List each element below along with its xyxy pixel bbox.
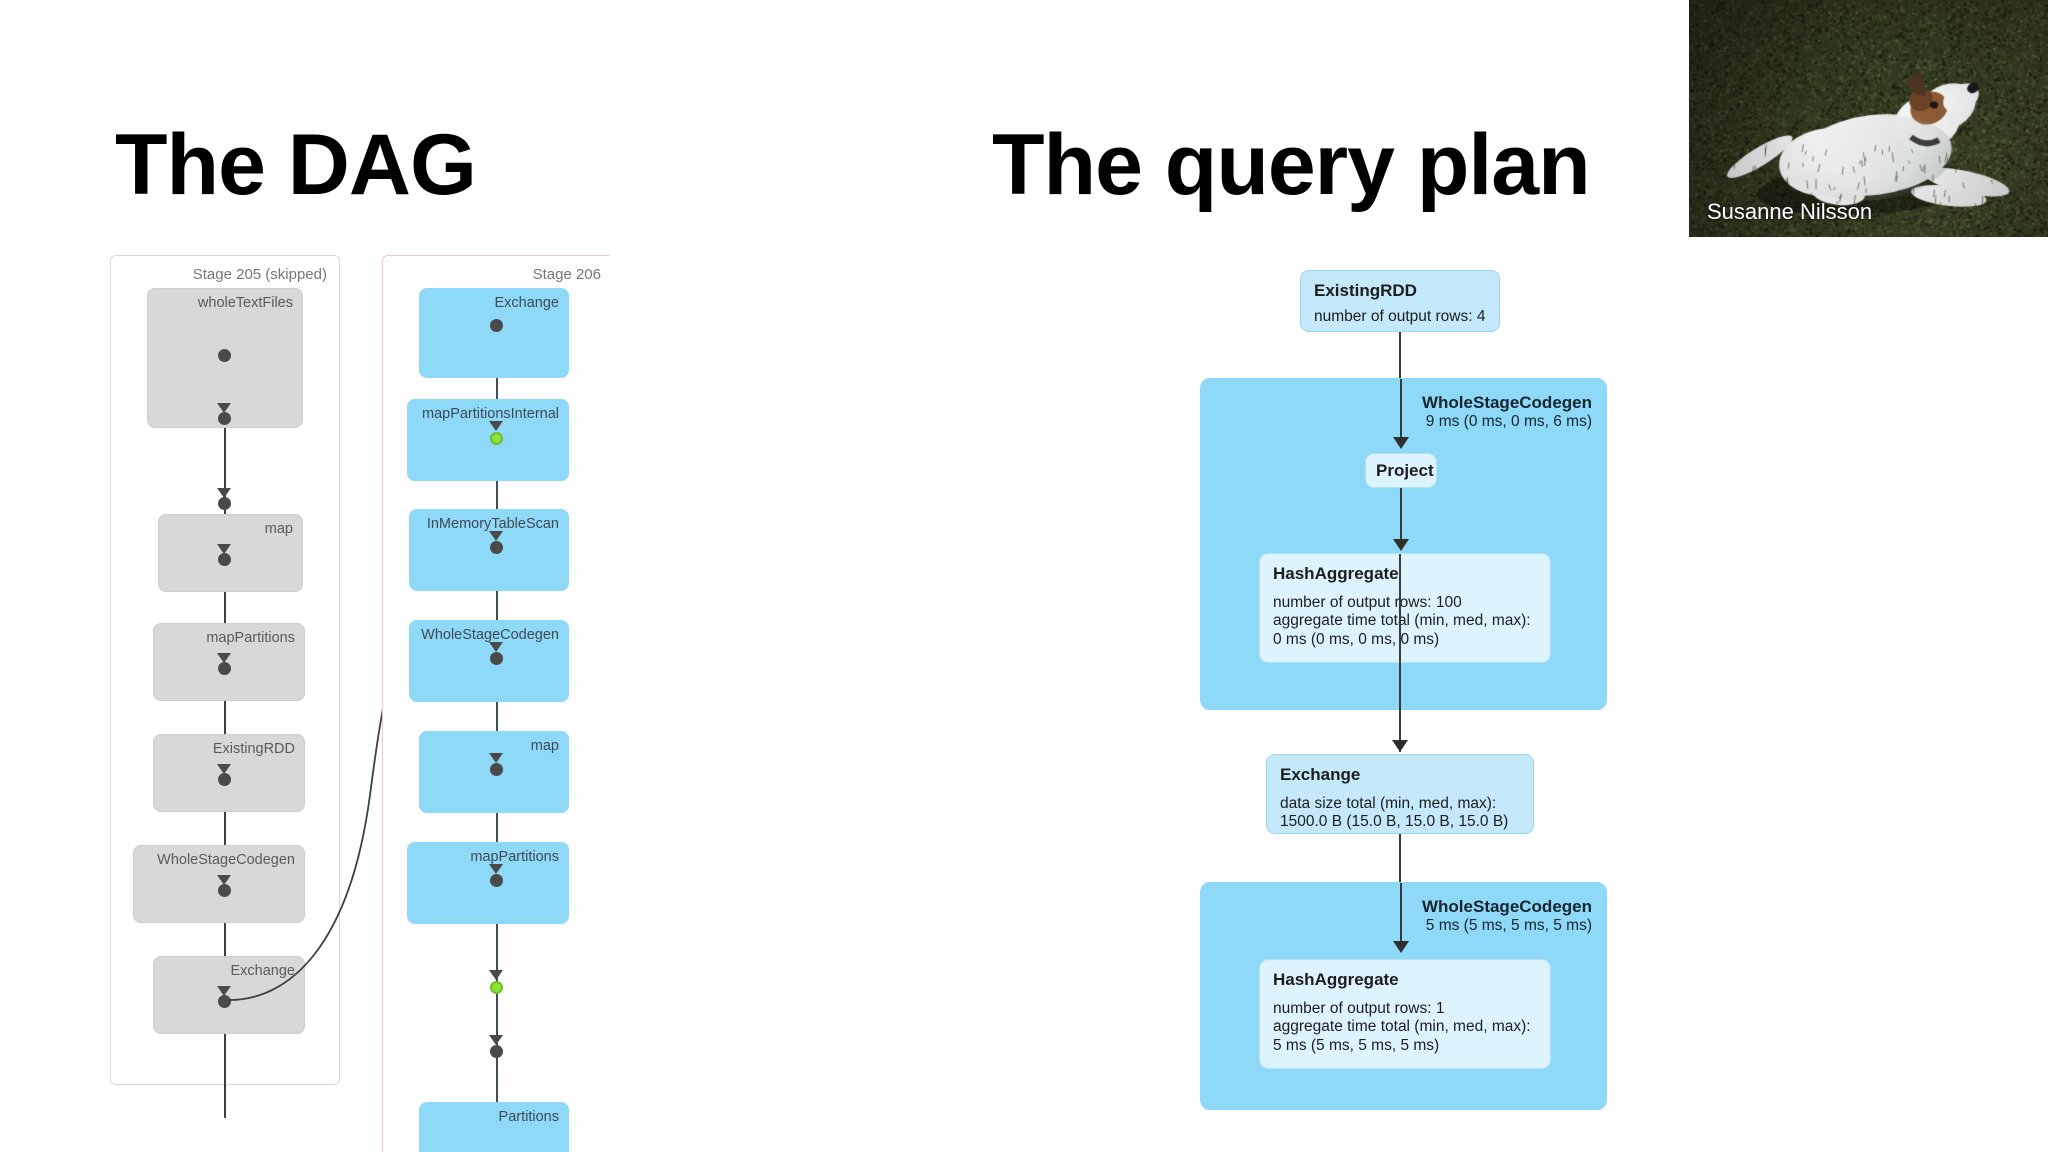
plan-group-header: WholeStageCodegen 5 ms (5 ms, 5 ms, 5 ms… <box>1422 897 1592 935</box>
dag-dot <box>217 553 231 566</box>
dag-node-partitions-206[interactable]: Partitions <box>419 1102 569 1152</box>
plan-node-existing-rdd[interactable]: ExistingRDD number of output rows: 4 <box>1300 270 1500 332</box>
dag-node-label: Partitions <box>498 1109 559 1125</box>
dag-visualization: Stage 205 (skipped) wholeTextFiles map m… <box>110 255 610 1152</box>
photo-jack-russell-terrier: Susanne Nilsson <box>1689 0 2048 237</box>
plan-group-time: 9 ms (0 ms, 0 ms, 6 ms) <box>1425 413 1592 430</box>
dag-node-label: Exchange <box>494 295 560 311</box>
plan-group-title: WholeStageCodegen <box>1421 897 1592 916</box>
dag-node-label: wholeTextFiles <box>197 295 293 311</box>
page-title-dag: The DAG <box>115 117 477 213</box>
dag-node-mappartitionsinternal[interactable]: mapPartitionsInternal <box>407 399 569 481</box>
dag-node-label: mapPartitionsInternal <box>421 406 559 422</box>
plan-edge <box>1399 834 1401 882</box>
plan-edge <box>1399 554 1401 752</box>
dag-node-exchange-206[interactable]: Exchange <box>419 288 569 378</box>
dag-node-wholestagecodegen-206[interactable]: WholeStageCodegen <box>409 620 569 702</box>
dag-node-label: Exchange <box>230 963 296 979</box>
dag-arrow <box>217 764 231 774</box>
dag-arrow <box>217 986 231 996</box>
dag-arrow <box>217 653 231 663</box>
dag-dot <box>489 541 503 554</box>
plan-edge <box>1400 883 1402 945</box>
plan-node-title: ExistingRDD <box>1314 281 1417 300</box>
dag-node-label: map <box>264 521 293 537</box>
dag-dot-cached <box>489 432 503 445</box>
plan-node-metrics: number of output rows: 1 aggregate time … <box>1273 999 1531 1055</box>
dag-stage-label: Stage 205 (skipped) <box>192 266 327 283</box>
plan-node-title: HashAggregate <box>1273 564 1399 583</box>
plan-node-exchange[interactable]: Exchange data size total (min, med, max)… <box>1266 754 1534 834</box>
dag-node-label: ExistingRDD <box>212 741 295 757</box>
plan-node-title: HashAggregate <box>1273 970 1399 989</box>
plan-group-title: WholeStageCodegen <box>1421 393 1592 412</box>
dag-dot <box>217 349 231 362</box>
dag-node-mappartitions-206[interactable]: mapPartitions <box>407 842 569 924</box>
dag-node-map-206[interactable]: map <box>419 731 569 813</box>
plan-node-metrics: data size total (min, med, max): 1500.0 … <box>1280 794 1509 831</box>
plan-node-metrics: number of output rows: 100 aggregate tim… <box>1273 593 1531 649</box>
dag-dot <box>217 773 231 786</box>
plan-node-project[interactable]: Project <box>1365 453 1437 488</box>
dag-node-label: mapPartitions <box>206 630 295 646</box>
page-title-query-plan: The query plan <box>992 117 1591 213</box>
dag-dot <box>217 497 231 510</box>
dag-stage-205-skipped[interactable]: Stage 205 (skipped) wholeTextFiles map m… <box>110 255 340 1118</box>
dag-dot <box>489 874 503 887</box>
plan-group-header: WholeStageCodegen 9 ms (0 ms, 0 ms, 6 ms… <box>1422 393 1592 431</box>
dag-arrow <box>489 864 503 874</box>
plan-arrow <box>1393 941 1409 953</box>
dag-dot <box>489 1045 503 1058</box>
photo-canvas <box>1689 0 2048 237</box>
dag-stage-206[interactable]: Stage 206 Exchange mapPartitionsInternal… <box>382 255 610 1152</box>
plan-arrow <box>1393 437 1409 449</box>
dag-node-label: WholeStageCodegen <box>421 627 559 643</box>
dag-edge-spine-205 <box>224 318 226 1118</box>
dag-dot <box>489 763 503 776</box>
dag-node-label: mapPartitions <box>470 849 559 865</box>
dag-node-label: map <box>530 738 559 754</box>
plan-node-hashaggregate-1[interactable]: HashAggregate number of output rows: 100… <box>1259 553 1551 663</box>
dag-stage-label: Stage 206 <box>532 266 601 283</box>
plan-node-hashaggregate-2[interactable]: HashAggregate number of output rows: 1 a… <box>1259 959 1551 1069</box>
plan-edge <box>1400 379 1402 441</box>
query-plan-visualization: ExistingRDD number of output rows: 4 Who… <box>1200 270 1630 1110</box>
plan-arrow <box>1393 539 1409 551</box>
dag-node-inmemorytablescan[interactable]: InMemoryTableScan <box>409 509 569 591</box>
plan-group-wholestagecodegen-2[interactable]: WholeStageCodegen 5 ms (5 ms, 5 ms, 5 ms… <box>1200 882 1607 1110</box>
dag-dot <box>217 662 231 675</box>
dag-arrow <box>489 970 503 980</box>
photo-credit: Susanne Nilsson <box>1707 199 1873 224</box>
dag-arrow <box>489 1035 503 1045</box>
dag-arrow <box>489 642 503 652</box>
dag-arrow <box>217 488 231 498</box>
dag-arrow <box>489 421 503 431</box>
plan-group-wholestagecodegen-1[interactable]: WholeStageCodegen 9 ms (0 ms, 0 ms, 6 ms… <box>1200 378 1607 710</box>
dag-dot <box>489 652 503 665</box>
dag-dot <box>489 319 503 332</box>
dag-node-label: WholeStageCodegen <box>157 852 295 868</box>
dag-dot <box>217 884 231 897</box>
plan-arrow <box>1392 740 1408 752</box>
plan-node-title: Project <box>1376 461 1434 480</box>
dag-dot <box>217 412 231 425</box>
dag-arrow <box>217 544 231 554</box>
dag-node-label: InMemoryTableScan <box>426 516 559 532</box>
plan-edge <box>1400 488 1402 548</box>
plan-node-metrics: number of output rows: 4 <box>1314 307 1486 325</box>
dag-arrow <box>489 531 503 541</box>
plan-edge <box>1399 332 1401 378</box>
dag-dot-cached <box>489 981 503 994</box>
plan-node-title: Exchange <box>1280 765 1361 784</box>
dag-arrow <box>489 753 503 763</box>
dag-arrow <box>217 403 231 413</box>
dag-arrow <box>217 875 231 885</box>
dag-dot <box>217 995 231 1008</box>
plan-group-time: 5 ms (5 ms, 5 ms, 5 ms) <box>1425 917 1592 934</box>
